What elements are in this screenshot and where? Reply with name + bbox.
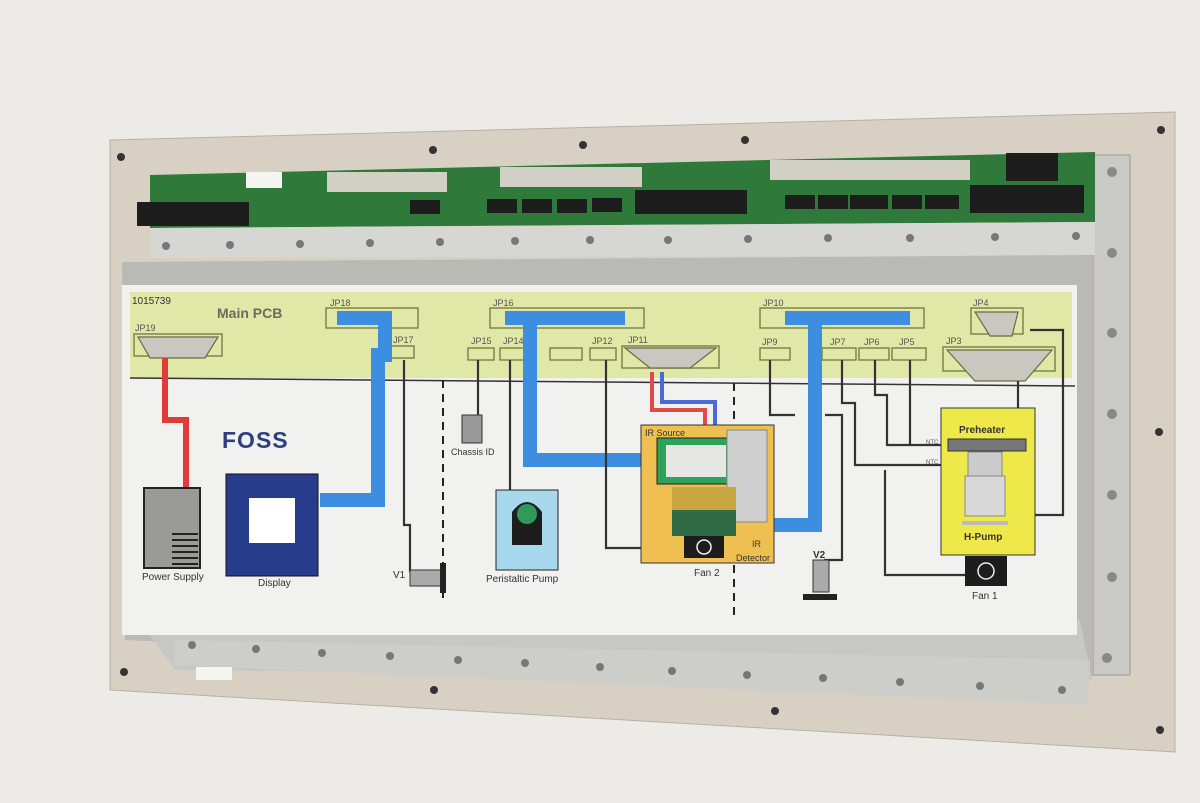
valve-v1-icon bbox=[409, 569, 443, 587]
jp12-label: JP12 bbox=[592, 336, 613, 346]
preheater-label: Preheater bbox=[959, 425, 1005, 436]
main-pcb-band bbox=[130, 292, 1072, 378]
power-supply-icon bbox=[143, 487, 201, 569]
top-bracket bbox=[150, 222, 1095, 258]
jp18-label: JP18 bbox=[330, 298, 351, 308]
pcb-sticker bbox=[246, 172, 282, 188]
plate-sticker bbox=[196, 667, 232, 680]
ntc1-label: NTC bbox=[926, 440, 939, 446]
jp9-connector bbox=[759, 347, 791, 361]
jp7-label: JP7 bbox=[830, 337, 846, 347]
unlabeled-connector bbox=[549, 347, 583, 361]
jp19-label: JP19 bbox=[135, 323, 156, 333]
display-ribbon bbox=[320, 311, 392, 507]
jp15-label: JP15 bbox=[471, 336, 492, 346]
ir-source-ribbon bbox=[523, 320, 650, 467]
jp18-connector bbox=[325, 307, 419, 329]
fan2-icon bbox=[684, 536, 724, 558]
fan1-icon bbox=[965, 556, 1007, 586]
peristaltic-pump-label: Peristaltic Pump bbox=[486, 574, 559, 585]
v1-label: V1 bbox=[393, 570, 406, 581]
jp16-label: JP16 bbox=[493, 298, 514, 308]
detector-label: Detector bbox=[736, 553, 770, 563]
display-label: Display bbox=[258, 578, 291, 589]
jp6-label: JP6 bbox=[864, 337, 880, 347]
connector-header bbox=[970, 185, 1084, 213]
vent-lines bbox=[172, 533, 198, 565]
bracket-screws bbox=[162, 232, 1080, 250]
jp15-connector bbox=[467, 347, 495, 361]
jp17-label: JP17 bbox=[393, 335, 414, 345]
rail-screws bbox=[1102, 167, 1117, 663]
chassis-id-label: Chassis ID bbox=[451, 447, 495, 457]
ntc2-label: NTC bbox=[926, 460, 939, 466]
jp10-label: JP10 bbox=[763, 298, 784, 308]
jp10-connector bbox=[759, 307, 925, 329]
connector-header bbox=[137, 202, 249, 226]
chassis-id-icon bbox=[461, 414, 483, 444]
jp14-label: JP14 bbox=[503, 336, 524, 346]
fan1-label: Fan 1 bbox=[972, 591, 998, 602]
jp12-connector bbox=[589, 347, 617, 361]
connector-header bbox=[635, 190, 747, 214]
jp3-label: JP3 bbox=[946, 336, 962, 346]
ir-label: IR bbox=[752, 539, 762, 549]
jp9-label: JP9 bbox=[762, 337, 778, 347]
preheater-icon bbox=[947, 438, 1027, 452]
jp16-connector bbox=[489, 307, 645, 329]
connector-header bbox=[1006, 153, 1058, 181]
ribbon-socket bbox=[770, 160, 970, 180]
jp11-label: JP11 bbox=[628, 335, 648, 345]
v2-label: V2 bbox=[813, 550, 826, 561]
h-pump-icon bbox=[964, 475, 1006, 517]
ribbon-socket bbox=[327, 172, 447, 192]
small-headers bbox=[410, 195, 959, 214]
h-pump-label: H-Pump bbox=[964, 532, 1002, 543]
jp5-label: JP5 bbox=[899, 337, 915, 347]
mounting-holes bbox=[117, 126, 1165, 734]
fan2-label: Fan 2 bbox=[694, 568, 720, 579]
power-wires bbox=[162, 358, 189, 488]
ir-source-label: IR Source bbox=[645, 428, 685, 438]
bottom-bracket bbox=[175, 640, 1090, 705]
power-supply-label: Power Supply bbox=[142, 572, 204, 583]
foss-logo: FOSS bbox=[222, 427, 289, 453]
valve-v2-icon bbox=[812, 559, 830, 593]
ribbon-socket bbox=[500, 167, 642, 187]
jp4-label: JP4 bbox=[973, 298, 989, 308]
doc-number: 1015739 bbox=[132, 296, 171, 307]
main-pcb-title: Main PCB bbox=[217, 305, 282, 321]
bottom-screws bbox=[188, 641, 1066, 694]
